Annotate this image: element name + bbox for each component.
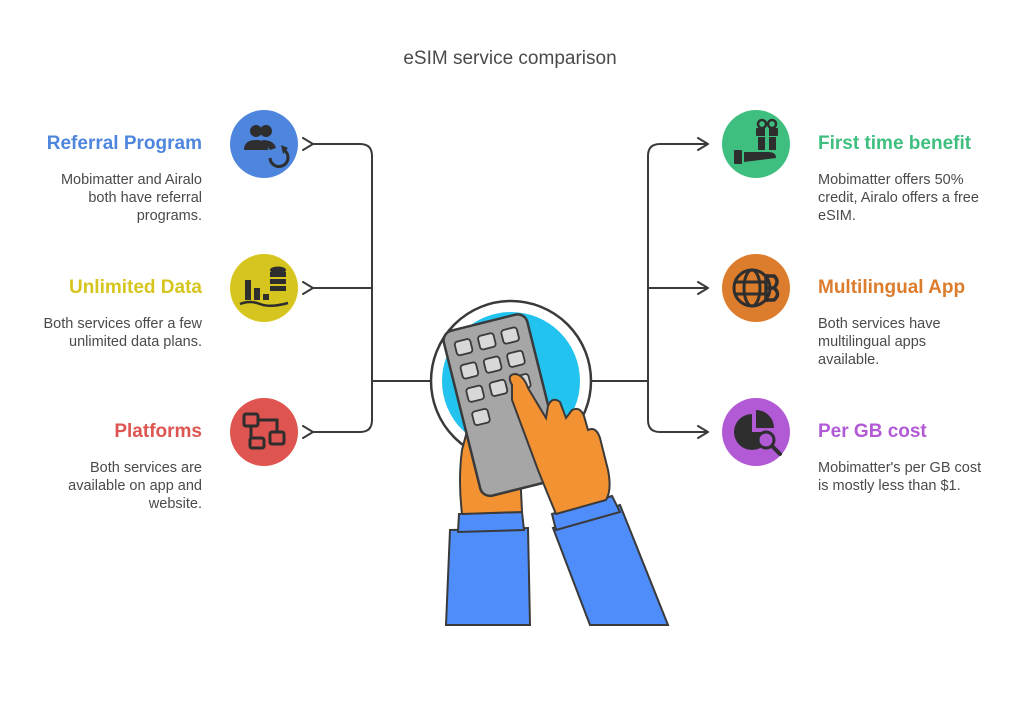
- left-cuff: [456, 510, 526, 534]
- diagram-title: eSIM service comparison: [403, 48, 617, 69]
- users-refresh-icon: [244, 125, 290, 168]
- connector-platforms: [302, 381, 373, 439]
- connector-per-gb: [647, 381, 709, 439]
- right-hand: [508, 372, 611, 516]
- connector-referral: [302, 137, 373, 381]
- multilingual-description: Both services have multilingual apps ava…: [818, 316, 941, 368]
- pie-search-icon: [734, 410, 782, 456]
- multilingual-heading: Multilingual App: [818, 277, 966, 298]
- platforms-description: Both services are available on app and w…: [68, 460, 202, 512]
- devices-network-icon: [242, 412, 286, 450]
- gift-hand-icon: [734, 118, 778, 164]
- hand-device-illustration: [429, 299, 670, 626]
- connector-lines: [302, 137, 709, 439]
- unlimited-icon-circle: [230, 254, 298, 322]
- platforms-heading: Platforms: [114, 421, 202, 442]
- platforms-icon-circle: [230, 398, 298, 466]
- globe-currency-icon: [732, 268, 780, 308]
- multilingual-icon-circle: [722, 254, 790, 322]
- referral-icon-circle: [230, 110, 298, 178]
- first-time-heading: First time benefit: [818, 133, 972, 154]
- unlimited-description: Both services offer a few unlimited data…: [43, 316, 202, 350]
- left-sleeve: [444, 526, 532, 626]
- database-chart-icon: [239, 266, 289, 307]
- per-gb-icon-circle: [722, 398, 790, 466]
- per-gb-description: Mobimatter's per GB cost is mostly less …: [818, 460, 982, 494]
- connector-first-time: [647, 137, 709, 381]
- first-time-icon-circle: [722, 110, 790, 178]
- first-time-description: Mobimatter offers 50% credit, Airalo off…: [818, 172, 979, 224]
- referral-description: Mobimatter and Airalo both have referral…: [60, 172, 202, 224]
- unlimited-heading: Unlimited Data: [68, 277, 202, 298]
- per-gb-heading: Per GB cost: [818, 421, 927, 442]
- referral-heading: Referral Program: [46, 133, 202, 154]
